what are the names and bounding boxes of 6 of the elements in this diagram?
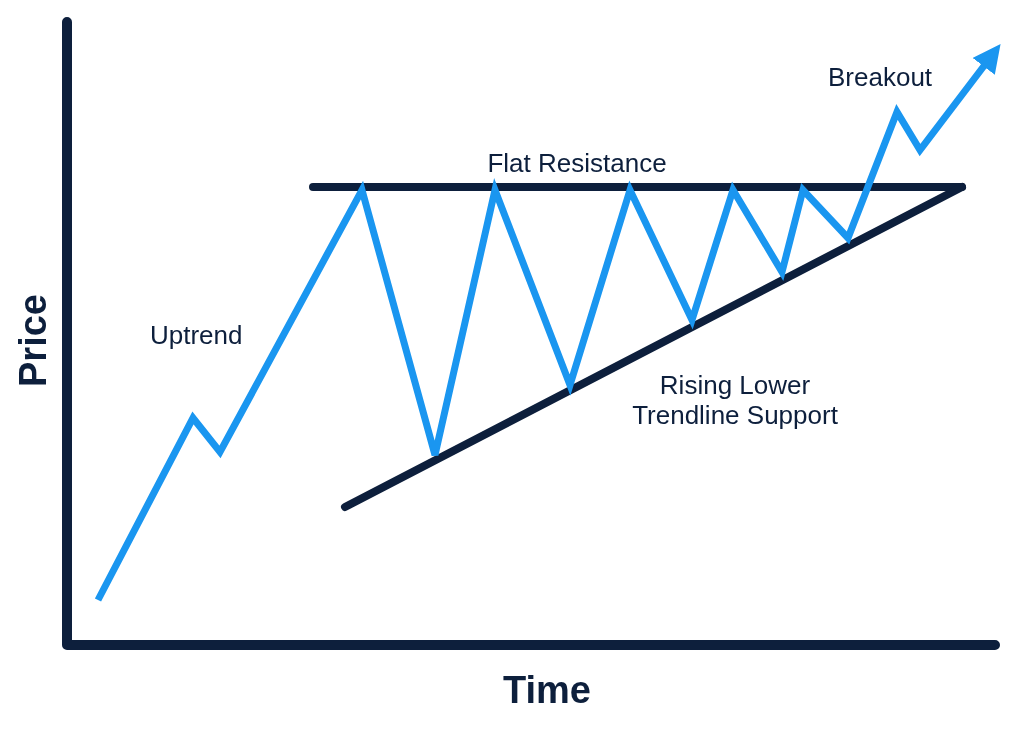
pattern-label: Breakout [828,61,934,94]
pattern-label: Uptrend [150,319,244,352]
pattern-label: Flat Resistance [486,147,668,180]
pattern-label: Rising Lower Trendline Support [631,370,839,430]
axis-title: Time [502,668,592,713]
axis-title: Price [10,293,55,389]
